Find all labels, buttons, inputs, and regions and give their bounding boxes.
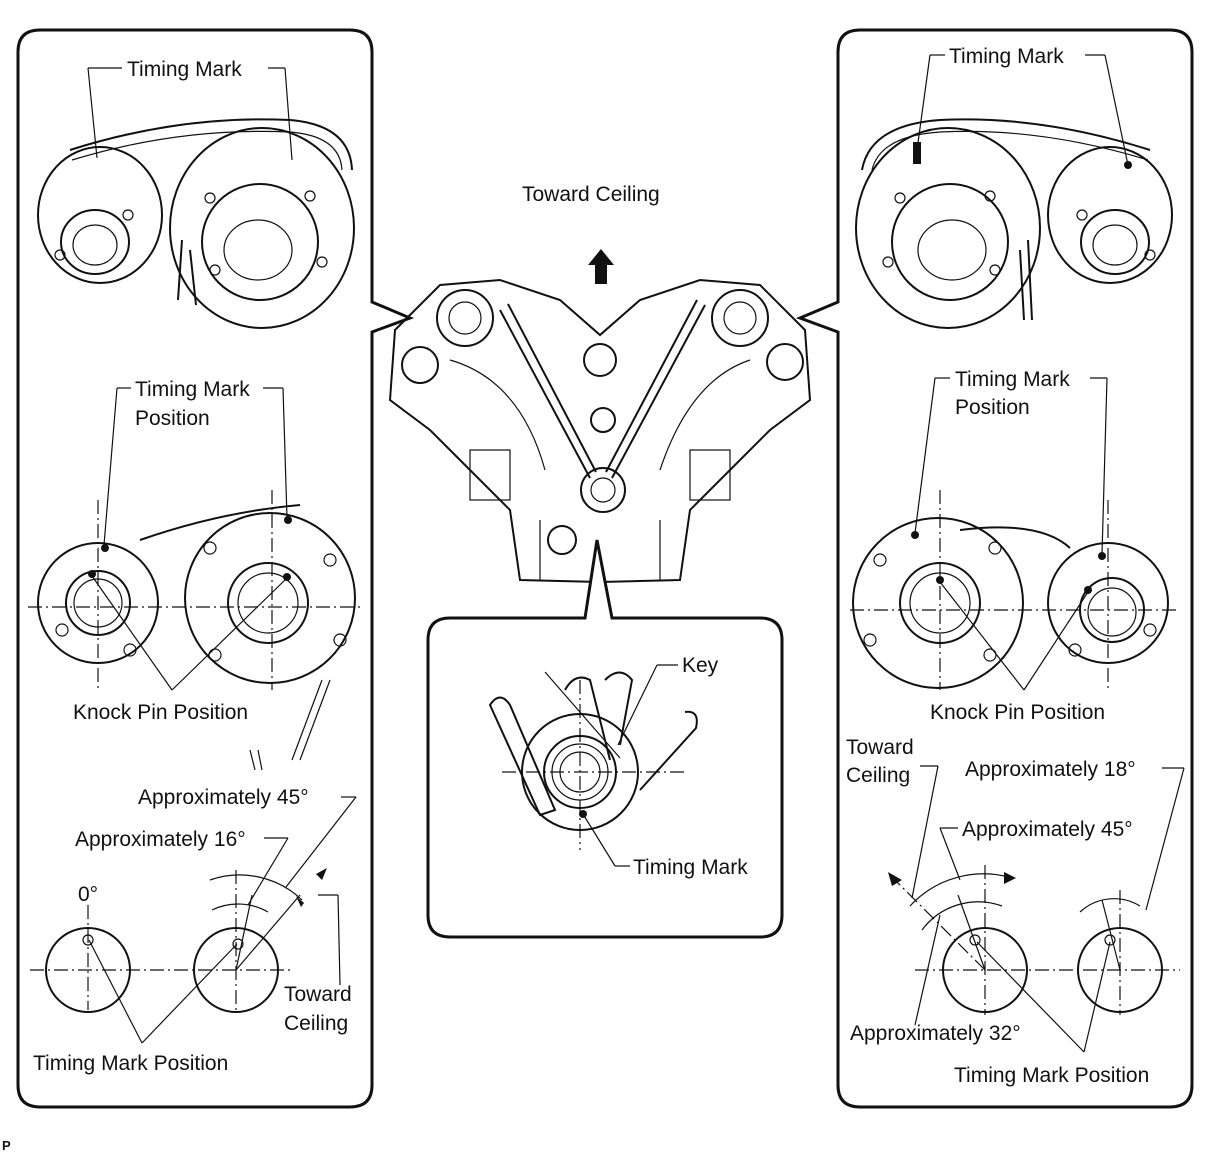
left-toward-ceiling-label-line1: Toward <box>284 983 352 1006</box>
right-angle-diagram <box>888 865 1180 1015</box>
center-crank-panel: Key Timing Mark <box>426 539 784 939</box>
crank-sprocket-illustration <box>488 671 698 850</box>
corner-code-label: P <box>2 1138 11 1153</box>
right-approx-32-label: Approximately 32° <box>850 1022 1021 1045</box>
right-timing-mark-position-label: Timing Mark Position <box>954 1064 1149 1087</box>
left-timing-mark-label: Timing Mark <box>127 58 242 81</box>
left-mid-gears-illustration <box>28 490 360 690</box>
left-panel: Timing Mark Timing Mark Position <box>16 28 415 1109</box>
right-timing-mark-position-label-line2: Position <box>955 396 1030 419</box>
up-arrow-icon <box>588 249 614 284</box>
right-timing-mark-position-label-line1: Timing Mark <box>955 368 1070 391</box>
left-cam-gears-illustration <box>37 118 355 329</box>
engine-block-illustration <box>388 278 812 584</box>
right-toward-ceiling-label-line1: Toward <box>846 736 914 759</box>
right-approx-18-label: Approximately 18° <box>965 758 1136 781</box>
left-timing-mark-position-label: Timing Mark Position <box>33 1052 228 1075</box>
center-key-label: Key <box>682 654 719 677</box>
center-engine-section: Toward Ceiling <box>388 183 812 584</box>
right-cam-gears-illustration <box>855 118 1173 329</box>
left-angle-diagram <box>30 868 327 1013</box>
center-timing-mark-label: Timing Mark <box>633 856 748 879</box>
right-mid-gears-illustration <box>850 490 1180 690</box>
left-timing-mark-position-label-line2: Position <box>135 407 210 430</box>
left-toward-ceiling-label-line2: Ceiling <box>284 1012 348 1035</box>
right-approx-45-label: Approximately 45° <box>962 818 1133 841</box>
left-timing-mark-position-label-line1: Timing Mark <box>135 378 250 401</box>
right-panel: Timing Mark Timing Mark Position <box>795 28 1194 1109</box>
right-toward-ceiling-label-line2: Ceiling <box>846 764 910 787</box>
right-timing-mark-label: Timing Mark <box>949 45 1064 68</box>
left-approx-45-label: Approximately 45° <box>138 786 309 809</box>
right-knock-pin-position-label: Knock Pin Position <box>930 701 1105 724</box>
left-zero-degree-label: 0° <box>78 883 98 906</box>
left-knock-pin-position-label: Knock Pin Position <box>73 701 248 724</box>
left-approx-16-label: Approximately 16° <box>75 828 246 851</box>
center-toward-ceiling-label: Toward Ceiling <box>522 183 660 206</box>
